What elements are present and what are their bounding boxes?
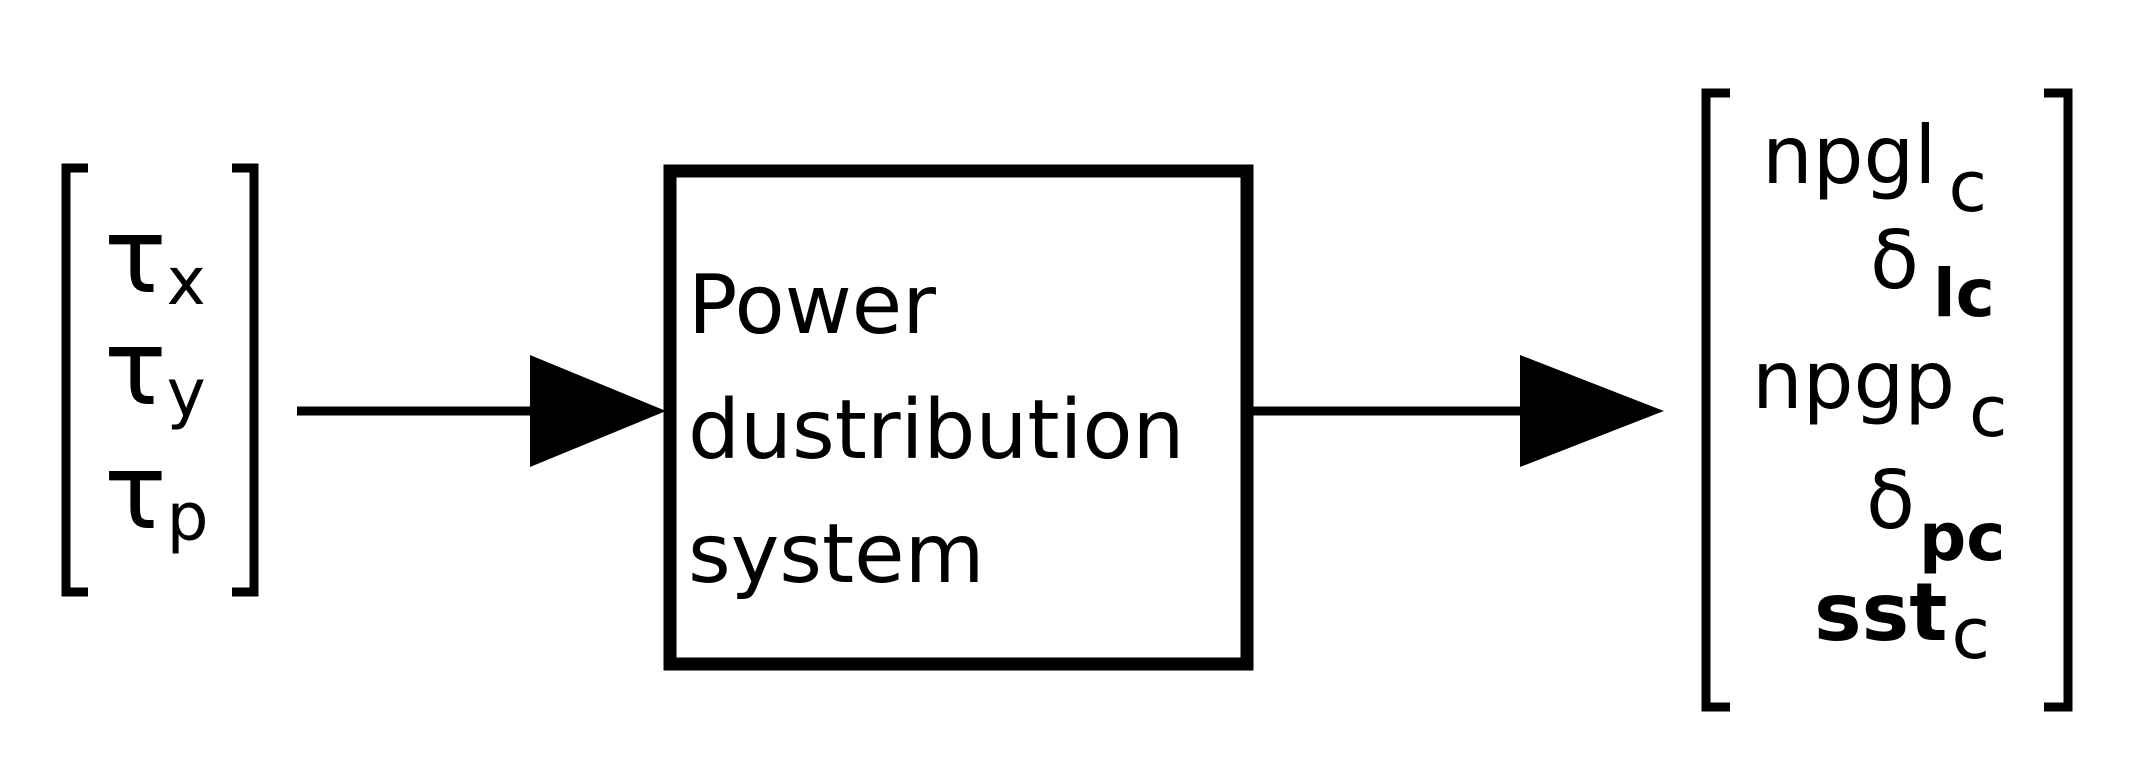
output-arrow-head <box>1520 355 1664 467</box>
block-frame <box>663 164 1254 671</box>
power-distribution-block: Power dustribution system <box>663 164 1254 671</box>
output-arrow <box>1253 355 1664 467</box>
output-npgl-sub: c <box>1949 146 1988 228</box>
input-tau-x-base: τ <box>104 195 167 317</box>
output-delta-lc-sub: lc <box>1933 255 1995 332</box>
input-tau-x-sub: x <box>167 243 206 320</box>
block-label-line-2: dustribution <box>688 383 1184 478</box>
input-tau-y-base: τ <box>104 307 167 429</box>
input-tau-x: τx <box>104 195 206 320</box>
input-tau-p-sub: p <box>167 479 209 556</box>
output-npgl-base: npgl <box>1762 109 1937 202</box>
input-vector: τx τy τp <box>61 163 259 597</box>
input-arrow-head <box>530 355 666 467</box>
output-delta-pc: δpc <box>1866 454 2005 576</box>
output-npgp-base: npgp <box>1752 334 1955 427</box>
input-tau-p: τp <box>104 431 209 556</box>
input-right-bracket <box>232 163 259 597</box>
output-sst: sstc <box>1814 566 1990 675</box>
output-delta-pc-base: δ <box>1866 454 1915 547</box>
input-tau-y: τy <box>104 307 206 432</box>
input-arrow <box>297 355 666 467</box>
block-label-line-1: Power <box>688 258 936 353</box>
output-left-bracket <box>1701 88 1730 712</box>
input-tau-p-base: τ <box>104 431 167 553</box>
output-sst-base: sst <box>1814 566 1947 659</box>
block-label-line-3: system <box>688 507 984 602</box>
output-delta-pc-sub: pc <box>1919 499 2005 576</box>
output-npgp-sub: c <box>1969 371 2008 453</box>
output-sst-sub: c <box>1951 593 1990 675</box>
output-right-bracket <box>2044 88 2073 712</box>
input-left-bracket <box>61 163 88 597</box>
output-delta-lc-base: δ <box>1870 214 1919 307</box>
input-tau-y-sub: y <box>167 355 206 432</box>
